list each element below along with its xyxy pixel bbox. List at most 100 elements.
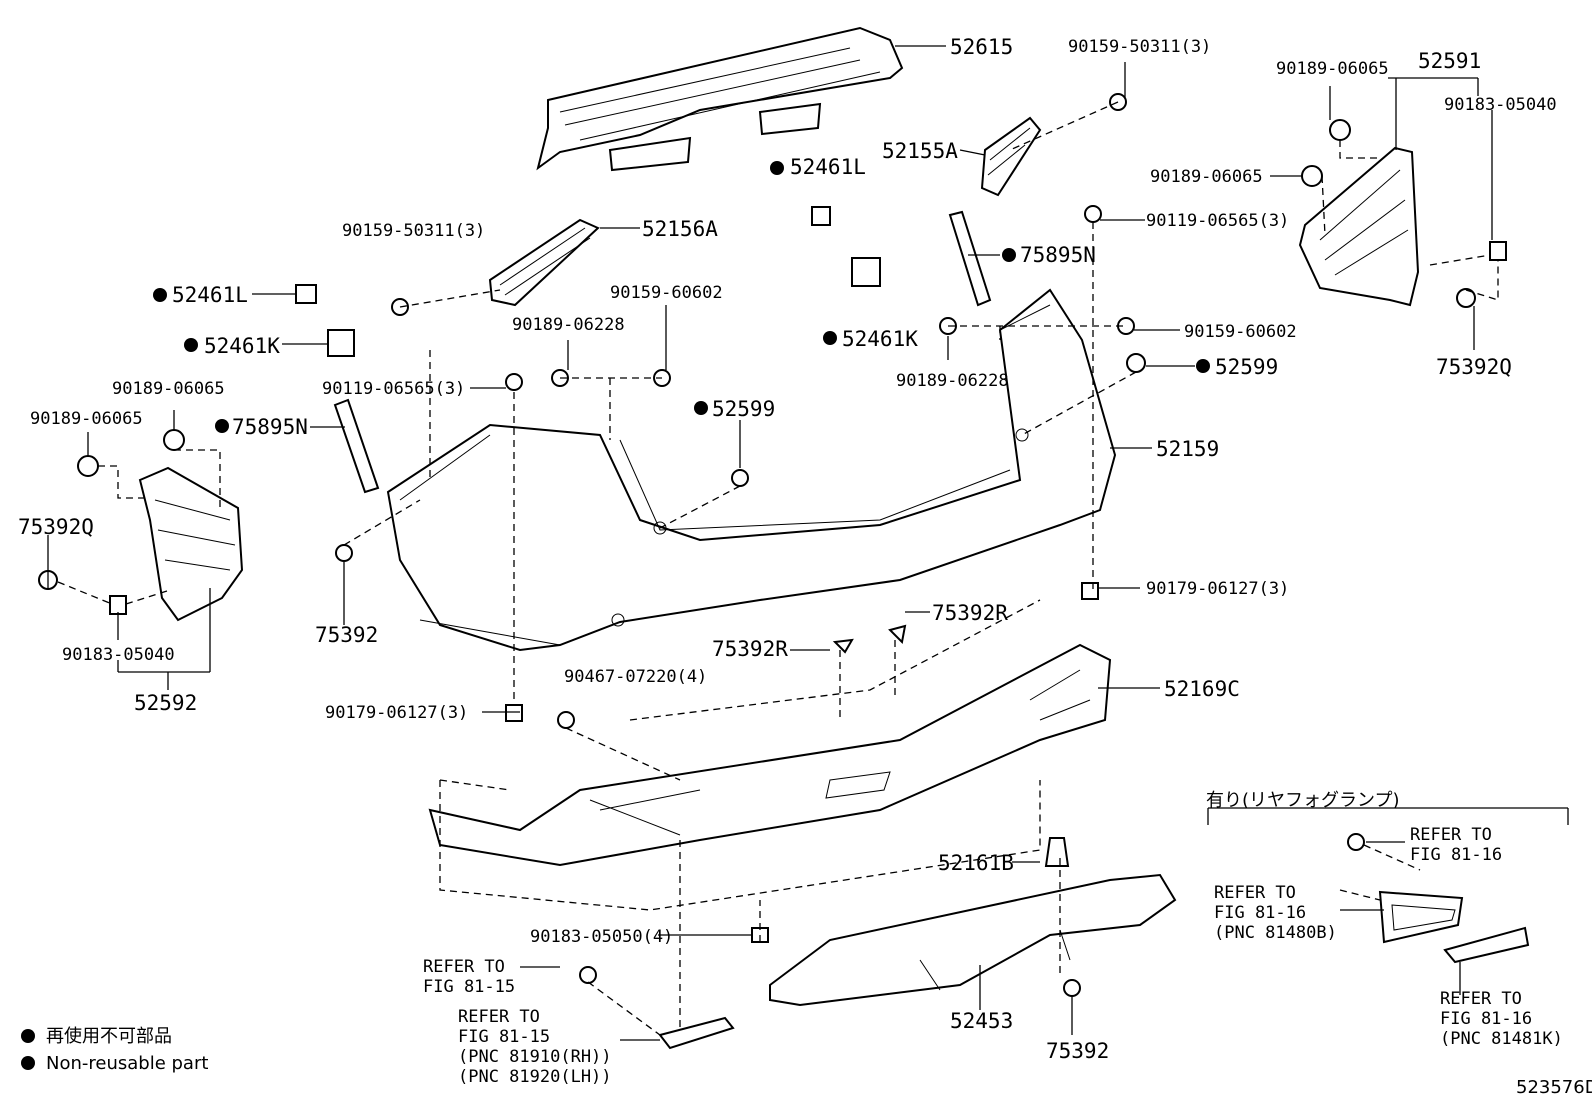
label-75392Q-b: 75392Q <box>18 515 94 539</box>
clip-75392R-a[interactable] <box>832 638 854 654</box>
screw-75392-b[interactable] <box>1063 979 1081 997</box>
nut-90183-05040-a[interactable] <box>1489 241 1507 261</box>
diagram-id: 523576D <box>1516 1077 1592 1098</box>
label-90189-06065-b: 90189-06065 <box>1150 167 1263 187</box>
clip-75392R-b[interactable] <box>888 624 907 645</box>
label-52599-a: 52599 <box>712 397 775 421</box>
clip-52599-b[interactable] <box>1126 353 1146 373</box>
label-52599-b: 52599 <box>1215 355 1278 379</box>
reflector-81910[interactable] <box>658 1016 735 1050</box>
refer-c-line2: FIG 81-16 <box>1410 845 1502 865</box>
label-52169C: 52169C <box>1164 677 1240 701</box>
refer-b-line3: (PNC 81910(RH)) <box>458 1047 612 1067</box>
refer-d-line1: REFER TO <box>1214 883 1296 903</box>
label-90159-60602-a: 90159-60602 <box>610 283 723 303</box>
screw-75392Q-a[interactable] <box>1456 288 1476 308</box>
label-90183-05040-b: 90183-05040 <box>62 645 175 665</box>
clip-52461L-a[interactable] <box>811 206 831 226</box>
strip-75895N-rh[interactable] <box>948 210 992 307</box>
label-90189-06065-c: 90189-06065 <box>112 379 225 399</box>
label-52161B: 52161B <box>938 851 1014 875</box>
label-75392R-a: 75392R <box>712 637 788 661</box>
label-52615: 52615 <box>950 35 1013 59</box>
screw-refer-c[interactable] <box>1347 833 1365 851</box>
label-75392-a: 75392 <box>315 623 378 647</box>
label-90119-06565-b: 90119-06565(3) <box>322 379 465 399</box>
refer-a-line2: FIG 81-15 <box>423 977 515 997</box>
label-90183-05040-a: 90183-05040 <box>1444 95 1557 115</box>
fog-lamp-bezel-81481K[interactable] <box>1443 926 1530 964</box>
label-90179-06127-b: 90179-06127(3) <box>325 703 468 723</box>
leader-lines <box>47 45 1569 1041</box>
clip-52461L-b[interactable] <box>295 284 317 304</box>
reinforcement-52615[interactable] <box>536 26 904 172</box>
label-90119-06565-a: 90119-06565(3) <box>1146 211 1289 231</box>
label-90159-60602-b: 90159-60602 <box>1184 322 1297 342</box>
screw-90119-06565-a[interactable] <box>1084 205 1102 223</box>
label-90159-50311-b: 90159-50311(3) <box>342 221 485 241</box>
screw-90119-06565-b[interactable] <box>505 373 523 391</box>
label-75895N-b: 75895N <box>232 415 308 439</box>
refer-d-line2: FIG 81-16 <box>1214 903 1306 923</box>
label-52591: 52591 <box>1418 49 1481 73</box>
refer-e-line3: (PNC 81481K) <box>1440 1029 1563 1049</box>
label-75895N-a: 75895N <box>1020 243 1096 267</box>
label-52461L-b: 52461L <box>172 283 248 307</box>
clip-90189-06065-b[interactable] <box>1301 165 1323 187</box>
refer-b-line4: (PNC 81920(LH)) <box>458 1067 612 1087</box>
strip-75895N-lh[interactable] <box>333 398 380 494</box>
label-75392Q-a: 75392Q <box>1436 355 1512 379</box>
legend-jp: 再使用不可部品 <box>46 1026 172 1047</box>
refer-c-line1: REFER TO <box>1410 825 1492 845</box>
nut-90179-06127-a[interactable] <box>1081 582 1099 600</box>
diffuser-52453[interactable] <box>769 873 1177 1007</box>
refer-a-line1: REFER TO <box>423 957 505 977</box>
label-52461L-a: 52461L <box>790 155 866 179</box>
refer-e-line2: FIG 81-16 <box>1440 1009 1532 1029</box>
clip-90189-06065-c[interactable] <box>163 429 185 451</box>
side-seal-52591[interactable] <box>1298 146 1420 307</box>
label-52156A: 52156A <box>642 217 718 241</box>
label-90159-50311-a: 90159-50311(3) <box>1068 37 1211 57</box>
refer-e-line1: REFER TO <box>1440 989 1522 1009</box>
clip-52461K-b[interactable] <box>851 257 881 287</box>
side-seal-52592[interactable] <box>138 466 244 622</box>
nut-90179-06127-b[interactable] <box>505 704 523 722</box>
label-90183-05050: 90183-05050(4) <box>530 927 673 947</box>
label-52592: 52592 <box>134 691 197 715</box>
label-52453: 52453 <box>950 1009 1013 1033</box>
legend-en: Non-reusable part <box>46 1053 208 1074</box>
label-90467-07220: 90467-07220(4) <box>564 667 707 687</box>
label-90179-06127-a: 90179-06127(3) <box>1146 579 1289 599</box>
refer-b-line2: FIG 81-15 <box>458 1027 550 1047</box>
label-90189-06228-b: 90189-06228 <box>896 371 1009 391</box>
refer-d-line3: (PNC 81480B) <box>1214 923 1337 943</box>
label-52159: 52159 <box>1156 437 1219 461</box>
clip-90467-07220[interactable] <box>557 711 575 729</box>
dashed-assembly-lines <box>57 101 1499 1036</box>
screw-refer-a[interactable] <box>579 966 597 984</box>
clip-52161B[interactable] <box>1044 837 1070 867</box>
label-90189-06065-d: 90189-06065 <box>30 409 143 429</box>
label-52461K-b: 52461K <box>842 327 918 351</box>
nut-90183-05040-b[interactable] <box>109 595 127 615</box>
lower-garnish-52169C[interactable] <box>428 643 1112 867</box>
bumper-cover-52159[interactable] <box>386 288 1117 652</box>
screw-75392-a[interactable] <box>335 544 353 562</box>
label-52155A: 52155A <box>882 139 958 163</box>
clip-90189-06065-d[interactable] <box>77 455 99 477</box>
label-75392-b: 75392 <box>1046 1039 1109 1063</box>
label-75392R-b: 75392R <box>932 601 1008 625</box>
clip-90189-06065-a[interactable] <box>1329 119 1351 141</box>
bracket-52156A[interactable] <box>488 218 600 307</box>
clip-52599-a[interactable] <box>731 469 749 487</box>
label-90189-06228-a: 90189-06228 <box>512 315 625 335</box>
bracket-52155A[interactable] <box>980 116 1042 197</box>
option-box-title: 有り(リヤフォグランプ) <box>1206 790 1400 811</box>
non-reusable-marks <box>21 161 1210 1070</box>
refer-b-line1: REFER TO <box>458 1007 540 1027</box>
label-90189-06065-a: 90189-06065 <box>1276 59 1389 79</box>
clip-52461K-a[interactable] <box>327 329 355 357</box>
fog-lamp-81480B[interactable] <box>1378 890 1464 944</box>
